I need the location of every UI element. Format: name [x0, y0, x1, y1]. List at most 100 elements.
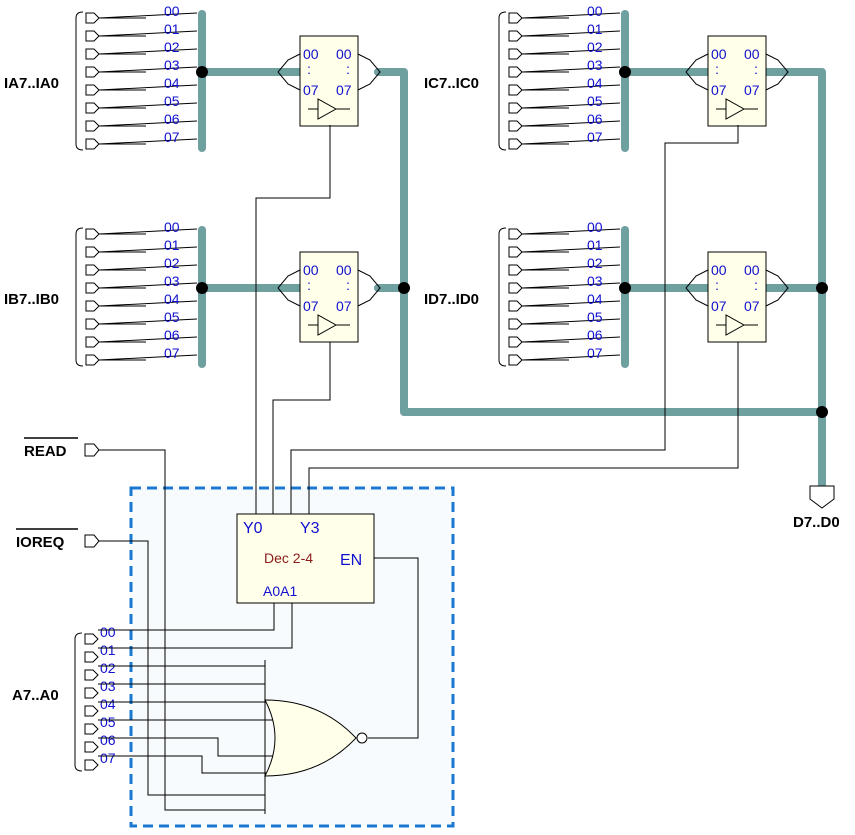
pin-ic-2: [508, 48, 523, 60]
pin-a-0: [84, 633, 99, 645]
bit-label-id-4: 04: [587, 291, 603, 307]
input-group-id: 00 01 02 03 04 05 06 07 ID7..ID0: [424, 219, 629, 368]
bit-label-ic-1: 01: [587, 21, 603, 37]
buffer-c-top_left: 00: [711, 46, 727, 62]
bit-label-ic-0: 00: [587, 3, 603, 19]
buffer-c-bottom_right: 07: [744, 82, 760, 98]
pin-ib-7: [85, 354, 100, 366]
group-label-id: ID7..ID0: [424, 291, 479, 308]
pin-a-1: [84, 651, 99, 663]
group-label-ib: IB7..IB0: [4, 291, 59, 308]
bit-label-id-1: 01: [587, 237, 603, 253]
bit-label-ib-1: 01: [164, 237, 180, 253]
bit-label-a-7: 07: [100, 750, 116, 766]
pin-a-3: [84, 687, 99, 699]
bit-label-ic-6: 06: [587, 111, 603, 127]
pin-id-6: [508, 336, 523, 348]
bit-label-id-0: 00: [587, 219, 603, 235]
group-label-ic: IC7..IC0: [424, 75, 479, 92]
pin-id-4: [508, 300, 523, 312]
pin-id-0: [508, 228, 523, 240]
buffer-d-bottom_left: 07: [711, 298, 727, 314]
bit-label-a-4: 04: [100, 696, 116, 712]
bit-label-a-6: 06: [100, 732, 116, 748]
pin-id-7: [508, 354, 523, 366]
pin-ic-1: [508, 30, 523, 42]
bit-label-id-7: 07: [587, 345, 603, 361]
bit-label-a-3: 03: [100, 678, 116, 694]
buffer-b-top_right: 00: [336, 262, 352, 278]
read-signal: READ: [24, 437, 100, 460]
pin-id-3: [508, 282, 523, 294]
pin-ic-5: [508, 102, 523, 114]
bit-label-id-2: 02: [587, 255, 603, 271]
pin-ia-3: [85, 66, 100, 78]
pin-ib-1: [85, 246, 100, 258]
group-label-a: A7..A0: [12, 687, 59, 704]
buffer-d-top_left: 00: [711, 262, 727, 278]
pin-ib-2: [85, 264, 100, 276]
output-label: D7..D0: [793, 514, 840, 531]
pin-ib-6: [85, 336, 100, 348]
output-port: D7..D0: [793, 485, 840, 531]
pin-ib-4: [85, 300, 100, 312]
bit-label-id-5: 05: [587, 309, 603, 325]
bit-label-ib-0: 00: [164, 219, 180, 235]
pin-ic-7: [508, 138, 523, 150]
buffer-d-dots-1: :: [754, 277, 758, 293]
pin-ic-4: [508, 84, 523, 96]
pin-ia-6: [85, 120, 100, 132]
pin-ia-7: [85, 138, 100, 150]
pin-ib-0: [85, 228, 100, 240]
pin-ib-3: [85, 282, 100, 294]
pin-ia-2: [85, 48, 100, 60]
bit-label-a-1: 01: [100, 642, 116, 658]
bit-label-ia-5: 05: [164, 93, 180, 109]
bit-label-ic-4: 04: [587, 75, 603, 91]
pin-a-6: [84, 741, 99, 753]
bit-label-ia-0: 00: [164, 3, 180, 19]
bit-label-id-6: 06: [587, 327, 603, 343]
nor-gate: [264, 699, 368, 777]
pin-ib-5: [85, 318, 100, 330]
buffer-b-dots-1: :: [346, 277, 350, 293]
pin-a-7: [84, 759, 99, 771]
decoder-y3-label: Y3: [300, 520, 320, 537]
buffer-c-dots-0: :: [715, 61, 719, 77]
buffer-b-dots-0: :: [307, 277, 311, 293]
bit-label-id-3: 03: [587, 273, 603, 289]
pin-ic-6: [508, 120, 523, 132]
buffer-b-bottom_left: 07: [303, 298, 319, 314]
buffer-d-dots-0: :: [715, 277, 719, 293]
pin-a-2: [84, 669, 99, 681]
pin-id-2: [508, 264, 523, 276]
buffer-a-dots-1: :: [346, 61, 350, 77]
buffer-a-top_right: 00: [336, 46, 352, 62]
buffer-c-dots-1: :: [754, 61, 758, 77]
decoder-2-4: Y0 Y3 Dec 2-4 EN A0A1: [236, 513, 375, 604]
bit-label-ic-3: 03: [587, 57, 603, 73]
bit-label-ia-7: 07: [164, 129, 180, 145]
bit-label-a-2: 02: [100, 660, 116, 676]
pin-ia-4: [85, 84, 100, 96]
bit-label-ib-4: 04: [164, 291, 180, 307]
bit-label-a-0: 00: [100, 624, 116, 640]
buffer-b-bottom_right: 07: [336, 298, 352, 314]
bit-label-ia-2: 02: [164, 39, 180, 55]
bit-label-ia-6: 06: [164, 111, 180, 127]
ioreq-label: IOREQ: [16, 534, 65, 551]
decoder-name-label: Dec 2-4: [264, 550, 313, 566]
decoder-a0a1-label: A0A1: [263, 583, 297, 599]
buffer-d-bottom_right: 07: [744, 298, 760, 314]
read-label: READ: [24, 443, 67, 460]
bit-label-ib-2: 02: [164, 255, 180, 271]
bit-label-ib-7: 07: [164, 345, 180, 361]
bit-label-ic-2: 02: [587, 39, 603, 55]
pin-ia-5: [85, 102, 100, 114]
pin-ic-0: [508, 12, 523, 24]
